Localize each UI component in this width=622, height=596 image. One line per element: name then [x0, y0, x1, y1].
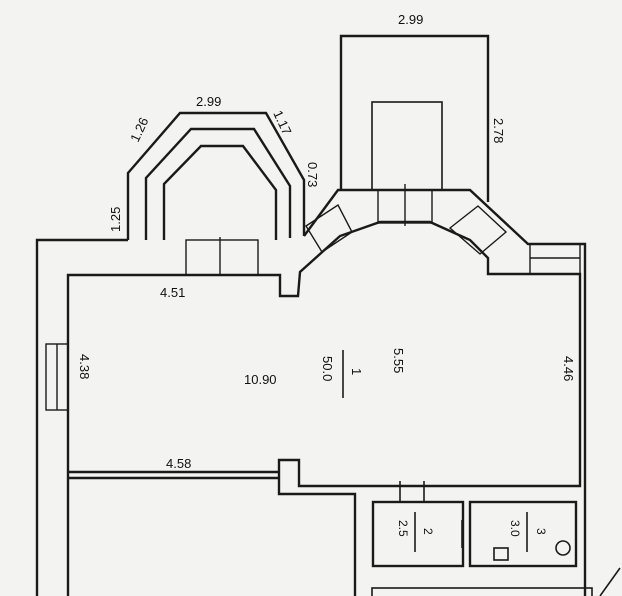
- small-rooms: [371, 481, 621, 596]
- room-1-area: 50.0: [320, 356, 335, 381]
- room-3-area: 3.0: [508, 520, 522, 537]
- dim-room-left: 4.38: [77, 354, 92, 379]
- dim-room-bottom: 4.58: [166, 456, 191, 471]
- room-3-number: 3: [534, 528, 548, 535]
- room-2-number: 2: [421, 528, 435, 535]
- dim-bay-upper-left: 1.26: [127, 115, 151, 144]
- room-1-number: 1: [349, 368, 364, 375]
- room-2-area: 2.5: [396, 520, 410, 537]
- dim-room-center-vertical: 5.55: [391, 348, 406, 373]
- toilet-icon: [555, 540, 571, 556]
- dim-bay-top: 2.99: [196, 94, 221, 109]
- dim-annex-top: 2.99: [398, 12, 423, 27]
- dim-room-center: 10.90: [244, 372, 277, 387]
- dim-room-top-left: 4.51: [160, 285, 185, 300]
- dim-bay-right-lower: 0.73: [305, 162, 320, 187]
- dim-room-right: 4.46: [561, 356, 576, 381]
- outer-walls: [35, 188, 587, 596]
- bay-window: [126, 111, 306, 240]
- dim-bay-upper-right: 1.17: [270, 108, 294, 137]
- sink-icon: [493, 547, 509, 561]
- windows: [45, 184, 581, 411]
- annex: [339, 34, 490, 202]
- dim-annex-right: 2.78: [491, 118, 506, 143]
- dim-bay-left-lower: 1.25: [108, 207, 123, 232]
